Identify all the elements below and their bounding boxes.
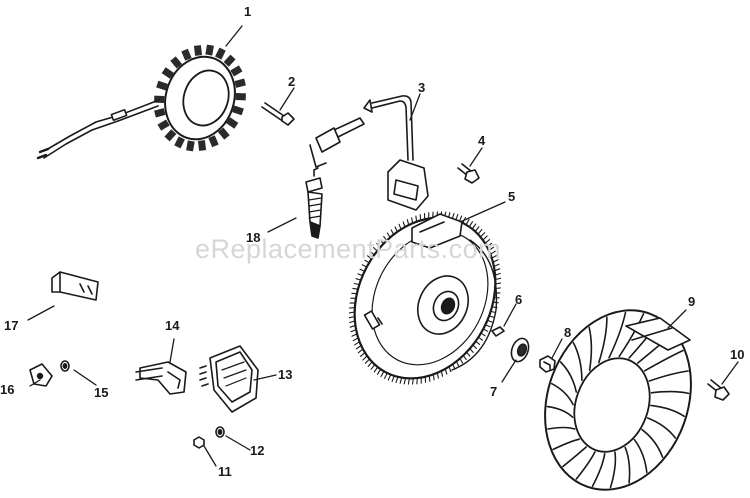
stator-pole [186, 140, 195, 152]
screw-part-11 [193, 436, 205, 449]
fan-blade [648, 370, 689, 382]
stator-pole [217, 127, 230, 140]
stator-pole [197, 140, 207, 151]
fan-blade [552, 438, 581, 451]
screw-part-8 [539, 355, 556, 373]
screw-part-2 [261, 102, 295, 126]
fan-part [544, 309, 692, 491]
fan-blade [643, 349, 684, 372]
stator-pole [234, 78, 246, 88]
fan-blade [608, 311, 627, 359]
flywheel-part [348, 211, 502, 385]
fan-blade [609, 451, 617, 489]
washer-part-12 [215, 426, 225, 438]
callout-label: 13 [278, 367, 293, 382]
key-part [491, 326, 505, 337]
fan-blade [588, 326, 593, 372]
callout-label: 18 [246, 230, 261, 245]
fan-blade [559, 361, 578, 393]
fan-blade [624, 446, 631, 484]
fan-blade [562, 446, 587, 468]
callout-label: 6 [515, 292, 523, 307]
callout-label: 4 [478, 133, 486, 148]
stator-pole [174, 136, 185, 149]
spark-plug-part [305, 167, 323, 239]
fan-blade [546, 405, 574, 418]
screw-part-10 [707, 379, 730, 401]
stator-pole [230, 65, 243, 77]
stator-pole [232, 105, 244, 116]
fan-blade [633, 438, 648, 474]
stator-pole [205, 44, 214, 56]
callout-label: 16 [0, 382, 15, 397]
washer-part-15 [60, 360, 70, 372]
stator-pole [161, 67, 174, 79]
callout-label: 3 [418, 80, 426, 95]
stator-pole [156, 80, 168, 91]
stator-pole [164, 129, 177, 142]
callout-label: 7 [490, 384, 498, 399]
stator-pole [157, 119, 170, 131]
ignition-module-part [309, 95, 429, 211]
callout-label: 8 [564, 325, 572, 340]
fan-blade [641, 428, 664, 458]
callout-label: 10 [730, 347, 745, 362]
bracket-part [135, 361, 187, 395]
fan-blade [575, 451, 596, 480]
fan-blade [572, 342, 583, 382]
stator-pole [193, 45, 203, 56]
stator-pole [154, 108, 166, 118]
rectifier-regulator-part [199, 345, 259, 413]
stator-pole [223, 54, 236, 67]
stator-pole [181, 48, 192, 61]
washer-part-7 [510, 337, 530, 363]
callout-label: 15 [94, 385, 109, 400]
callout-label: 5 [508, 189, 516, 204]
fan-blade [547, 426, 576, 430]
stator-part [36, 44, 246, 160]
callout-label: 17 [4, 318, 19, 333]
watermark-text: eReplacementParts.com [195, 234, 502, 264]
leader-lines [27, 25, 739, 467]
connector-part [51, 271, 99, 301]
callout-label: 9 [688, 294, 696, 309]
fan-blade [646, 417, 677, 439]
stator-pole [215, 47, 226, 60]
callout-label: 12 [250, 443, 265, 458]
clip-part [29, 363, 53, 387]
fan-blade [650, 390, 690, 395]
fan-blade [551, 382, 574, 406]
fan-blade [591, 452, 606, 487]
callout-label: 11 [218, 464, 232, 479]
callout-label: 14 [165, 318, 180, 333]
fan-blade [650, 404, 685, 418]
callout-label: 2 [288, 74, 296, 89]
fan-blade [598, 316, 608, 364]
screw-part-4 [457, 163, 480, 184]
stator-pole [235, 93, 246, 101]
stator-pole [170, 56, 183, 69]
fan-blade [618, 313, 645, 358]
callout-label: 1 [244, 4, 252, 19]
stator-pole [226, 117, 239, 129]
stator-pole [208, 135, 219, 148]
